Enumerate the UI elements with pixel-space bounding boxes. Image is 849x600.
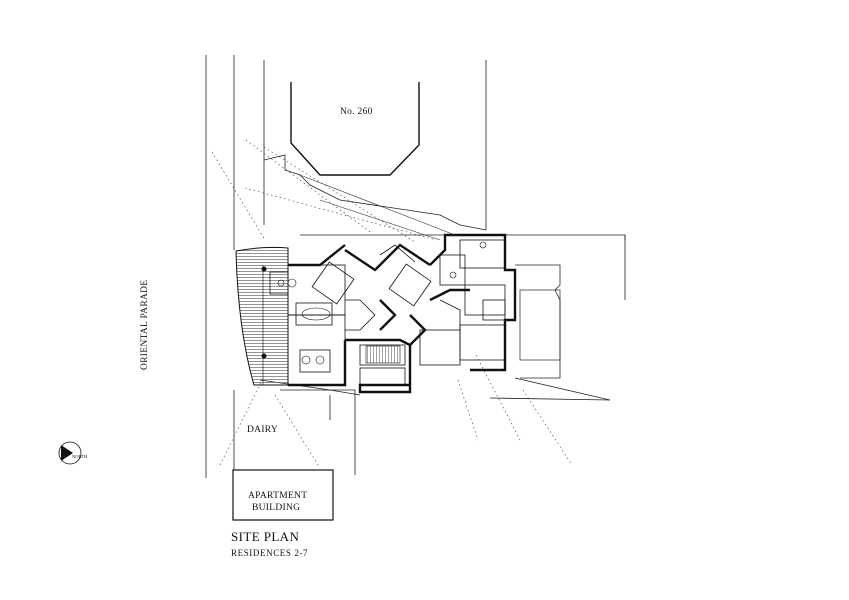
north-label: NORTH bbox=[72, 454, 88, 459]
neighbour-building-right bbox=[519, 289, 561, 361]
view-lines bbox=[211, 139, 573, 466]
site-plan-subtitle: RESIDENCES 2-7 bbox=[231, 548, 309, 558]
site-boundaries bbox=[259, 60, 626, 475]
apartment-label-line2: BUILDING bbox=[252, 503, 301, 513]
street-label: ORIENTAL PARADE bbox=[140, 279, 150, 370]
dairy-label: DAIRY bbox=[247, 425, 279, 435]
stair bbox=[365, 345, 401, 364]
neighbour-label: No. 260 bbox=[340, 107, 373, 117]
neighbour-building-260 bbox=[290, 82, 420, 176]
view-line-solids bbox=[299, 174, 456, 241]
site-plan-title: SITE PLAN bbox=[231, 529, 300, 544]
deck-area bbox=[235, 246, 289, 386]
apartment-building bbox=[232, 469, 334, 521]
furniture bbox=[277, 241, 487, 365]
street-edges bbox=[205, 55, 235, 478]
apartment-label-line1: APARTMENT bbox=[248, 491, 308, 501]
residence-walls bbox=[288, 233, 517, 394]
north-arrow: NORTH bbox=[58, 441, 88, 465]
